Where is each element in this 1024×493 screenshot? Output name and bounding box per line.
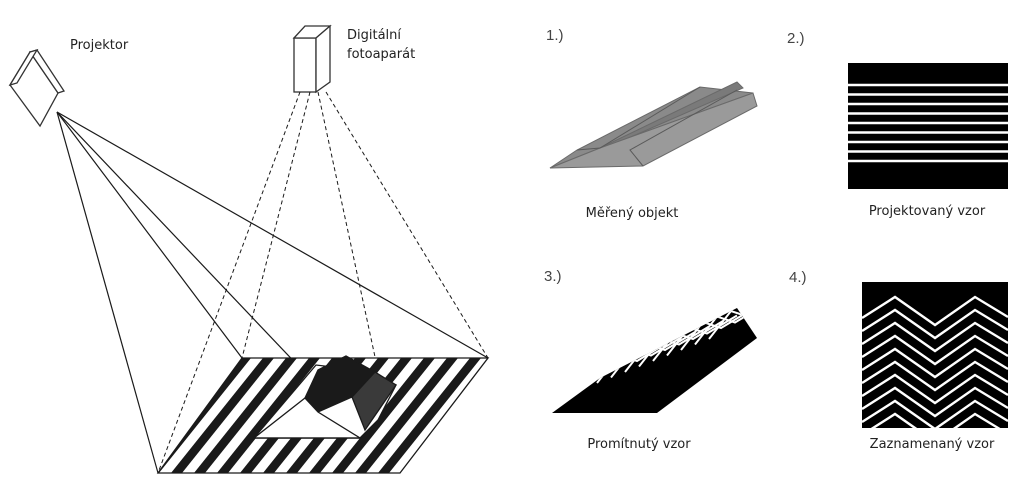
floor-stripe: [332, 358, 435, 473]
panel-1-object: [549, 81, 758, 169]
floor-stripe: [217, 358, 320, 473]
recorded-zigzag: [861, 412, 1009, 444]
projector-icon: [8, 48, 66, 128]
floor-stripe: [171, 358, 274, 473]
camera-label-line1: Digitální: [347, 28, 402, 43]
recorded-zigzag: [861, 347, 1009, 379]
panel-2-number: 2.): [787, 30, 805, 47]
panel-4-caption: Zaznamenaný vzor: [869, 437, 995, 452]
panel-1-number: 1.): [546, 27, 564, 44]
panel-3-number: 3.): [544, 268, 562, 285]
panel-2-caption: Projektovaný vzor: [868, 204, 986, 219]
panel-3-projected: [552, 308, 757, 413]
recorded-zigzag: [861, 308, 1009, 340]
floor-stripe: [194, 358, 297, 473]
recorded-zigzag: [861, 321, 1009, 353]
recorded-zigzag: [861, 295, 1009, 327]
camera-icon: [292, 24, 332, 94]
recorded-zigzag: [861, 373, 1009, 405]
recorded-zigzag: [861, 399, 1009, 431]
floor-stripe: [378, 358, 481, 473]
projected-stripe: [708, 308, 757, 340]
projected-stripe: [680, 309, 752, 351]
projected-stripe: [666, 314, 738, 357]
projector-label: Projektor: [70, 38, 129, 53]
recorded-zigzag: [861, 334, 1009, 366]
panel-3-caption: Promítnutý vzor: [587, 437, 691, 452]
recorded-zigzag: [861, 386, 1009, 418]
panel-4-recorded: [861, 282, 1009, 444]
projection-setup: [8, 24, 490, 474]
recorded-zigzag: [861, 360, 1009, 392]
floor-stripe: [355, 358, 458, 473]
object-on-floor: [252, 355, 397, 439]
projected-stripe: [652, 320, 724, 362]
panel-4-number: 4.): [789, 269, 807, 286]
panel-1-caption: Měřený objekt: [585, 206, 679, 221]
panel-2-pattern: [848, 63, 1008, 189]
camera-label-line2: fotoaparát: [347, 47, 416, 62]
